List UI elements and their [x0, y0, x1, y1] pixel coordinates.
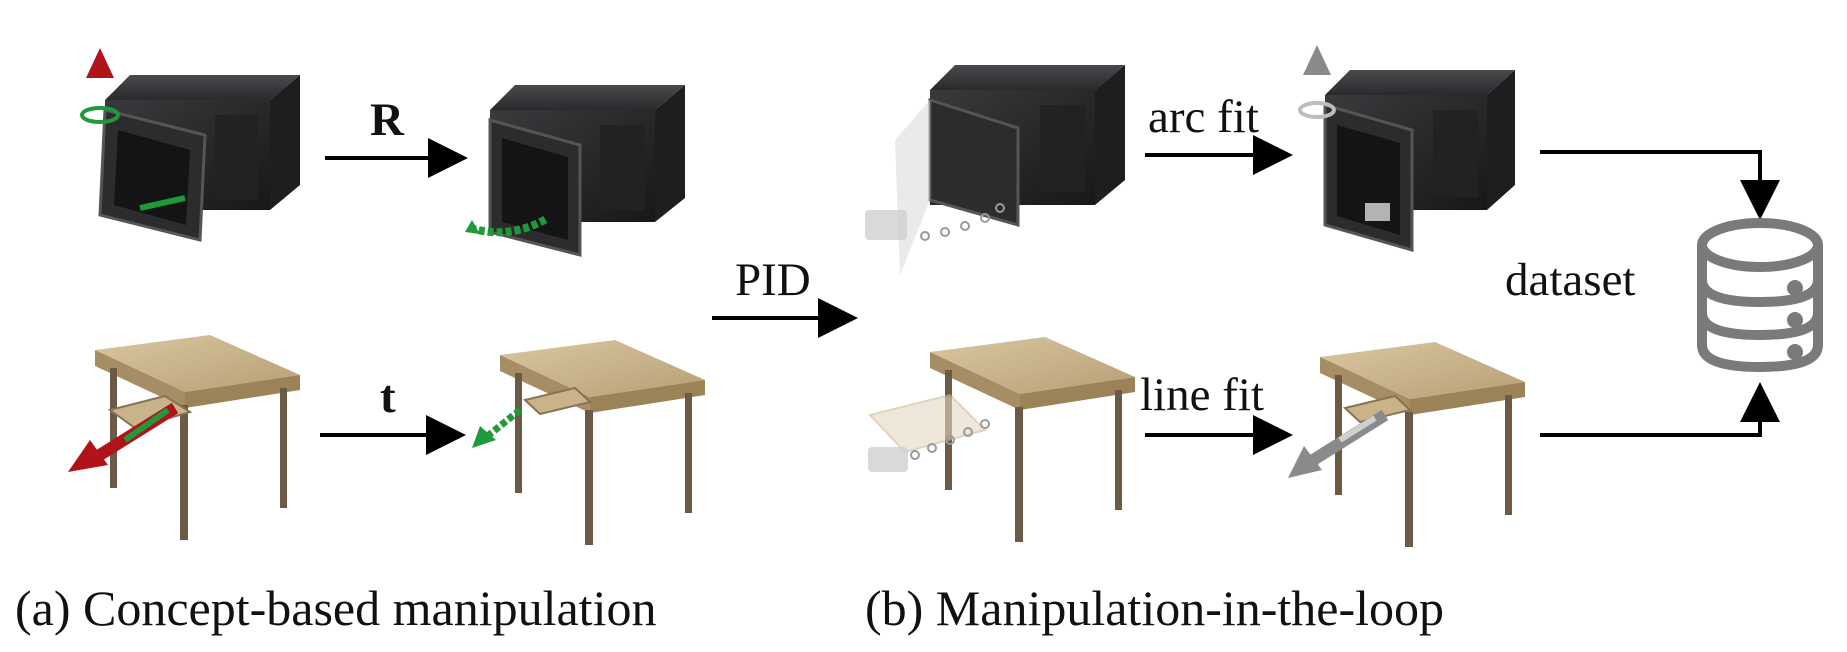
upper-connector-arrow: [1540, 150, 1780, 220]
microwave-fitted-illustration: [1323, 70, 1515, 252]
drawer-trail: [910, 419, 990, 460]
line-fit-label: line fit: [1140, 369, 1264, 421]
caption-a: (a) Concept-based manipulation: [15, 580, 656, 636]
microwave-with-axis-illustration: [98, 75, 300, 242]
fitted-rotation-axis-icon: [1298, 45, 1336, 215]
database-icon: [1697, 218, 1823, 373]
microwave-rotated-illustration: [465, 85, 685, 257]
table-translated-illustration: [472, 340, 705, 545]
gripper-trail: [920, 203, 1005, 241]
fitted-translation-axis-icon: [1288, 409, 1389, 478]
translation-axis-icon: [68, 402, 179, 472]
table-with-drawer-illustration: [95, 335, 300, 540]
translation-label: t: [380, 371, 396, 423]
lower-connector-arrow: [1540, 382, 1780, 437]
pid-label: PID: [735, 254, 811, 306]
arc-fit-label: arc fit: [1148, 91, 1259, 143]
rotation-label: R: [370, 94, 405, 146]
rotation-axis-icon: [80, 48, 120, 205]
caption-b: (b) Manipulation-in-the-loop: [865, 580, 1444, 636]
dataset-label: dataset: [1505, 254, 1636, 306]
table-manipulation-illustration: [868, 337, 1135, 542]
table-fitted-illustration: [1320, 342, 1525, 547]
microwave-manipulation-illustration: [865, 65, 1125, 275]
